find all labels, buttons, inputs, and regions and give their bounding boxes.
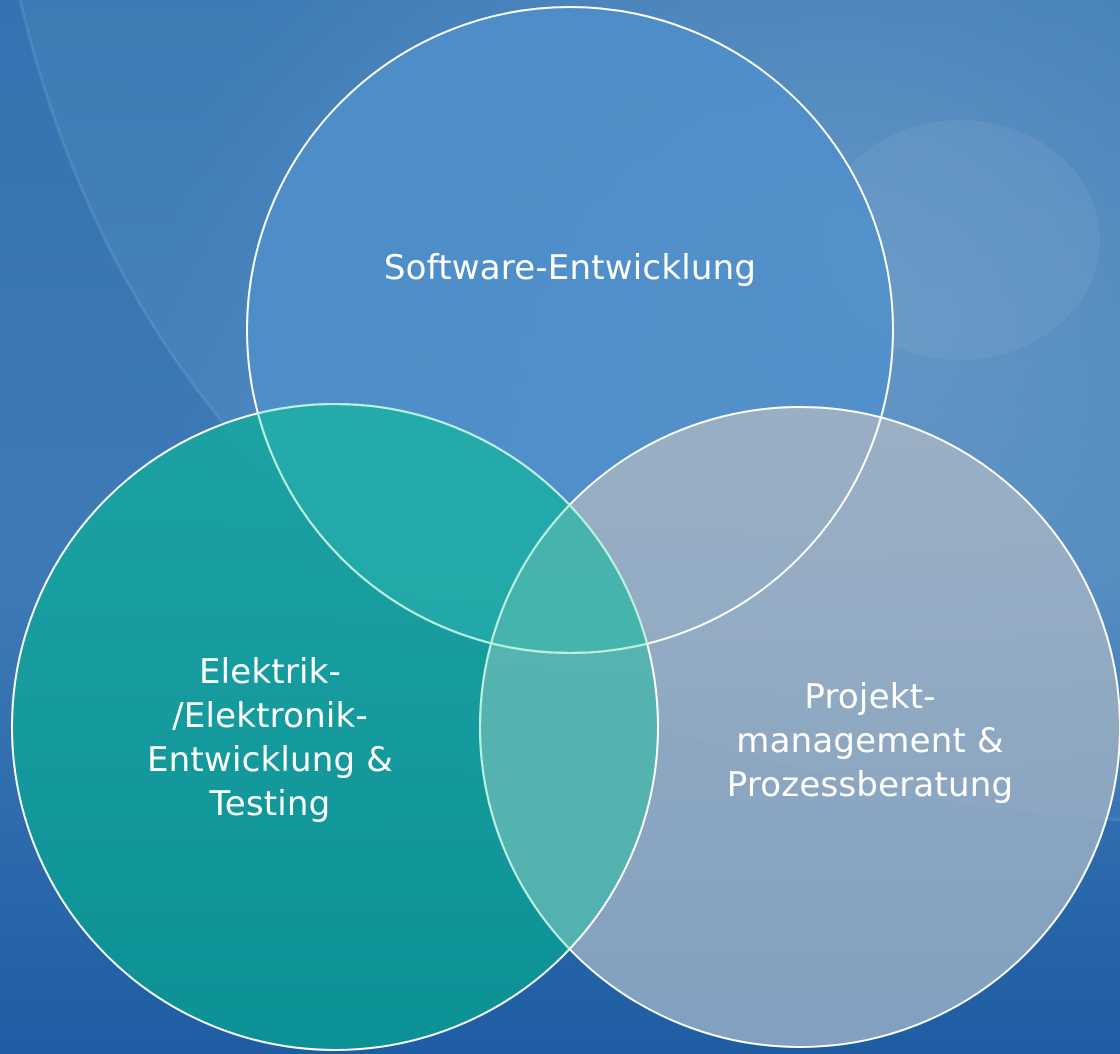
- label-line: Elektrik-: [198, 652, 342, 692]
- label-projektmanagement: Projekt- management & Prozessberatung: [670, 675, 1070, 807]
- label-line: Entwicklung &: [146, 740, 394, 780]
- label-line: Prozessberatung: [726, 765, 1014, 805]
- label-line: Software-Entwicklung: [383, 248, 757, 288]
- label-line: Projekt-: [804, 677, 936, 717]
- label-line: /Elektronik-: [172, 696, 368, 736]
- label-line: management &: [736, 721, 1004, 761]
- label-software-entwicklung: Software-Entwicklung: [320, 246, 820, 290]
- label-elektrik-entwicklung: Elektrik- /Elektronik- Entwicklung & Tes…: [100, 650, 440, 826]
- label-line: Testing: [209, 784, 331, 824]
- venn-circle-projekt: [480, 407, 1120, 1047]
